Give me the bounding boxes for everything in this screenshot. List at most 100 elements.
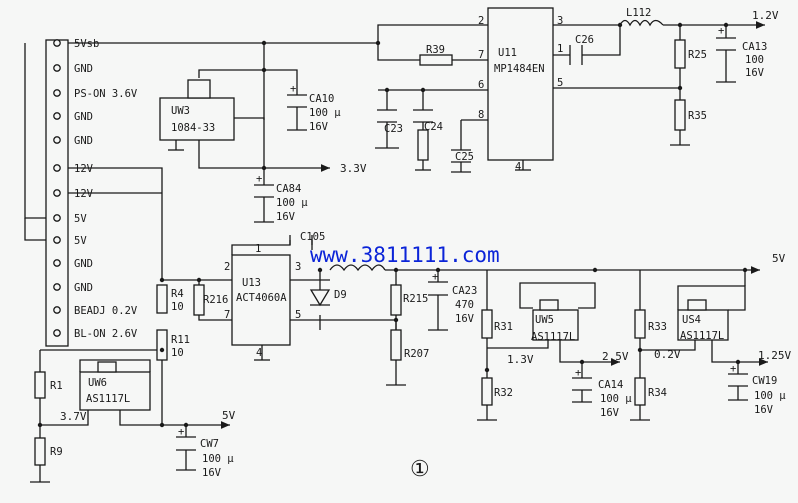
voltage-labels: 1.2V 3.3V 5V 2.5V 1.25V 5V 1.3V 0.2V 3.7… [60,9,791,423]
connector-pin [53,164,61,172]
voltage-0-2v: 0.2V [654,348,681,361]
u11-pin-3: 3 [557,15,563,27]
label-r35: R35 [688,110,707,122]
u11-pin-5: 5 [557,77,563,89]
label-r34: R34 [648,387,667,399]
u11-pin-6: 6 [478,79,484,91]
u13-pin-1: 1 [255,243,261,255]
label-c105: C105 [300,231,325,243]
chip-uw5-part: AS1117L [531,331,575,343]
figure-number: ① [410,457,430,482]
label-r215: R215 [403,293,428,305]
label-ca84-val: 100 μ [276,197,308,209]
connector-pin-label: 5V [74,235,87,247]
label-r4: R4 [171,288,184,300]
label-ca23-v: 16V [455,313,475,325]
connector-pin [53,64,61,72]
label-r9: R9 [50,446,63,458]
label-ca14-val: 100 μ [600,393,632,405]
u13-pin-3: 3 [295,261,301,273]
u13-pin-4: 4 [256,347,262,359]
u11-pin-1: 1 [557,43,563,55]
connector-pin-label: GND [74,63,93,75]
u11-pin-7: 7 [478,49,484,61]
label-cw7-v: 16V [202,467,222,479]
label-ca23-val: 470 [455,299,474,311]
label-cw7: CW7 [200,438,219,450]
u11-pin-2: 2 [478,15,484,27]
label-cw19-val: 100 μ [754,390,786,402]
connector-pin-label: 5V [74,213,87,225]
connector-pin-label: 5Vsb [74,38,99,50]
connector-pin [53,236,61,244]
voltage-1-25v: 1.25V [758,349,791,362]
label-c23: C23 [384,123,403,135]
u11-pin-8: 8 [478,109,484,121]
label-c26: C26 [575,34,594,46]
svg-text:+: + [575,367,581,379]
connector-pin [53,189,61,197]
svg-text:+: + [178,426,184,438]
chip-u11: U11 MP1484EN 2 7 6 8 3 1 5 4 [478,7,563,173]
label-ca14-v: 16V [600,407,620,419]
label-r207: R207 [404,348,429,360]
watermark-text: www.3811111.com [310,243,500,267]
u13-pin-2: 2 [224,261,230,273]
symbols [30,19,748,483]
label-r33: R33 [648,321,667,333]
label-ca13: CA13 [742,41,767,53]
label-d9: D9 [334,289,347,301]
label-l112: L112 [626,7,651,19]
voltage-1-3v: 1.3V [507,353,534,366]
label-r31: R31 [494,321,513,333]
label-cw7-val: 100 μ [202,453,234,465]
connector-pin [53,39,61,47]
chip-uw5: UW5 AS1117L [531,299,579,343]
connector-pin-label: 12V [74,163,94,175]
connector-pin [53,283,61,291]
component-labels: R39 C26 L112 R25 R35 CA13 100 16V C23 C2… [50,7,786,479]
chip-uw3-part: 1084-33 [171,122,215,134]
label-c25: C25 [455,151,474,163]
connector-pin [53,89,61,97]
label-ca10-v: 16V [309,121,329,133]
u13-pin-5: 5 [295,309,301,321]
u13-pin-7: 7 [224,309,230,321]
connector-pin [53,136,61,144]
u11-pin-4: 4 [515,161,521,173]
chip-us4-ref: US4 [682,314,701,326]
connector-pin-label: GND [74,282,93,294]
svg-text:+: + [432,271,438,283]
connector-pin [53,306,61,314]
chip-uw5-ref: UW5 [535,314,554,326]
connector-pin [53,259,61,267]
svg-text:+: + [256,173,262,185]
chip-uw6-part: AS1117L [86,393,130,405]
label-cw19-v: 16V [754,404,774,416]
chip-uw6: UW6 AS1117L [79,361,151,411]
label-ca84: CA84 [276,183,301,195]
chip-uw6-ref: UW6 [88,377,107,389]
label-r216: R216 [203,294,228,306]
label-cw19: CW19 [752,375,777,387]
chip-uw3: UW3 1084-33 [159,79,235,141]
label-ca14: CA14 [598,379,623,391]
label-r4-val: 10 [171,301,184,313]
connector-pin [53,214,61,222]
connector-pin-label: BEADJ 0.2V [74,305,138,317]
chip-u13-ref: U13 [242,277,261,289]
connector-pin-label: BL-ON 2.6V [74,328,138,340]
voltage-5v-rail: 5V [772,252,786,265]
voltage-3-7v: 3.7V [60,410,87,423]
connector-pin [53,112,61,120]
svg-text:+: + [718,25,724,37]
chip-u11-ref: U11 [498,47,517,59]
voltage-3-3v: 3.3V [340,162,367,175]
label-c24: C24 [424,121,443,133]
connector-pin-label: PS-ON 3.6V [74,88,138,100]
label-ca23: CA23 [452,285,477,297]
label-r39: R39 [426,44,445,56]
label-ca10-val: 100 μ [309,107,341,119]
voltage-1-2v: 1.2V [752,9,779,22]
